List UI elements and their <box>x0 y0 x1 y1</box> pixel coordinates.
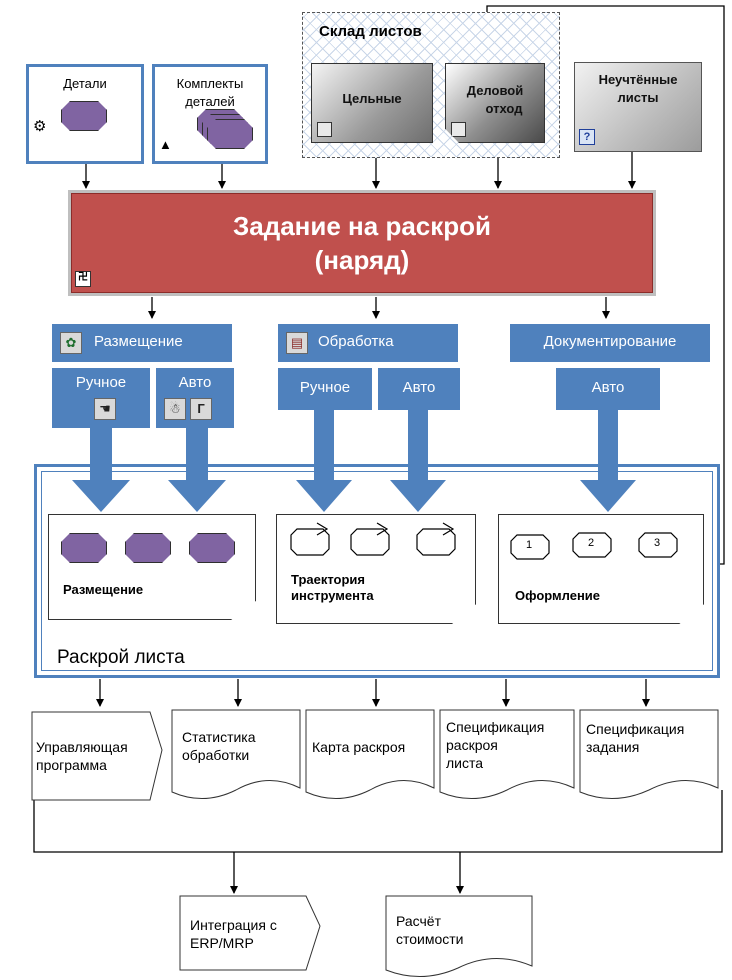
sheet-spec-doc-shape <box>439 709 575 800</box>
placed-part-3 <box>189 533 235 563</box>
stack-icon: ▲ <box>159 137 172 152</box>
g-icon[interactable]: Г <box>190 398 212 420</box>
layout-card-label: Оформление <box>515 588 601 603</box>
erp-label-2: ERP/MRP <box>190 935 254 951</box>
processing-manual-tab[interactable]: Ручное <box>278 368 372 410</box>
gear-icon: ⚙ <box>33 118 47 135</box>
cutmap-doc-shape <box>305 709 435 800</box>
unacc-label-1: Неучтённые <box>598 72 678 87</box>
task-icon: 卍 <box>75 271 91 287</box>
task-title-2: (наряд) <box>314 245 410 275</box>
robot-icon[interactable]: ☃ <box>164 398 186 420</box>
unacc-label-2: листы <box>617 90 659 105</box>
tool-path-shapes <box>290 522 456 556</box>
trajectory-card-label-1: Траектория <box>291 572 366 587</box>
erp-label-1: Интеграция с <box>190 917 277 933</box>
flow-arrow-documenting-auto <box>580 410 636 512</box>
placement-card-label: Размещение <box>63 582 144 597</box>
documenting-auto-tab[interactable]: Авто <box>556 368 660 410</box>
placed-part-2 <box>125 533 171 563</box>
kits-box: Комплекты деталей ▲ <box>152 64 268 164</box>
kits-label-2: деталей <box>185 94 235 109</box>
sheet-warehouse: Склад листов Цельные Деловой отход <box>302 12 560 158</box>
layout-num-1: 1 <box>526 539 533 551</box>
scrap-label-1: Деловой <box>466 83 524 98</box>
flow-arrow-processing-manual <box>296 410 352 512</box>
sheet-spec-label-3: листа <box>446 755 484 771</box>
cutting-task-block: Задание на раскрой (наряд) 卍 <box>68 190 656 296</box>
documenting-auto-label: Авто <box>591 379 625 396</box>
business-scrap-card: Деловой отход <box>445 63 545 143</box>
kit-shape-front <box>207 119 253 149</box>
processing-manual-label: Ручное <box>299 379 351 396</box>
task-spec-label-1: Спецификация <box>586 721 685 737</box>
scrap-label-2: отход <box>485 101 523 116</box>
layout-num-3: 3 <box>654 537 661 549</box>
hand-icon[interactable]: ☚ <box>94 398 116 420</box>
trajectory-card-label-2: инструмента <box>291 588 374 603</box>
scrap-icon <box>451 122 466 137</box>
layout-num-2: 2 <box>588 537 595 549</box>
cost-label-1: Расчёт <box>396 913 441 929</box>
sheet-spec-label-1: Спецификация <box>446 719 545 735</box>
kits-label-1: Комплекты <box>176 76 244 91</box>
unaccounted-sheets-card: Неучтённые листы ? <box>574 62 702 152</box>
documenting-header: Документирование <box>510 324 710 362</box>
sheet-icon <box>317 122 332 137</box>
flow-arrow-placement-auto <box>168 428 226 512</box>
placement-auto-label: Авто <box>178 374 212 391</box>
parts-box: Детали ⚙ <box>26 64 144 164</box>
parts-label: Детали <box>63 76 107 91</box>
stats-doc-shape <box>171 709 301 800</box>
warehouse-title: Склад листов <box>319 23 422 40</box>
trajectory-result-card: Траектория инструмента <box>276 514 476 624</box>
task-spec-doc-shape <box>579 709 719 800</box>
question-icon: ? <box>579 129 595 145</box>
placed-part-1 <box>61 533 107 563</box>
control-program-label-2: программа <box>36 757 107 773</box>
sheet-cutting-title: Раскрой листа <box>57 647 185 668</box>
whole-sheets-label: Цельные <box>342 91 402 106</box>
cost-doc-shape <box>385 895 533 978</box>
processing-auto-label: Авто <box>402 379 436 396</box>
stats-label-1: Статистика <box>182 729 256 745</box>
whole-sheets-card: Цельные <box>311 63 433 143</box>
placement-manual-label: Ручное <box>75 374 127 391</box>
sheet-spec-label-2: раскроя <box>446 737 498 753</box>
flow-arrow-placement-manual <box>72 428 130 512</box>
erp-shape <box>179 895 321 971</box>
placement-header: Размещение <box>52 324 232 362</box>
cost-label-2: стоимости <box>396 931 464 947</box>
settings-gear-icon[interactable]: ✿ <box>60 332 82 354</box>
task-title-1: Задание на раскрой <box>232 211 492 241</box>
cutmap-label: Карта раскроя <box>312 739 406 755</box>
sheet-cutting-inner-frame <box>41 471 713 671</box>
processing-auto-tab[interactable]: Авто <box>378 368 460 410</box>
task-spec-label-2: задания <box>586 739 640 755</box>
processing-icon[interactable]: ▤ <box>286 332 308 354</box>
control-program-shape <box>31 711 163 801</box>
control-program-label-1: Управляющая <box>36 739 128 755</box>
layout-result-card: 1 2 3 Оформление <box>498 514 704 624</box>
processing-header: Обработка <box>278 324 458 362</box>
part-shape <box>61 101 107 131</box>
flow-arrow-processing-auto <box>390 410 446 512</box>
placement-result-card: Размещение <box>48 514 256 620</box>
stats-label-2: обработки <box>182 747 250 763</box>
layout-shapes <box>510 532 678 560</box>
